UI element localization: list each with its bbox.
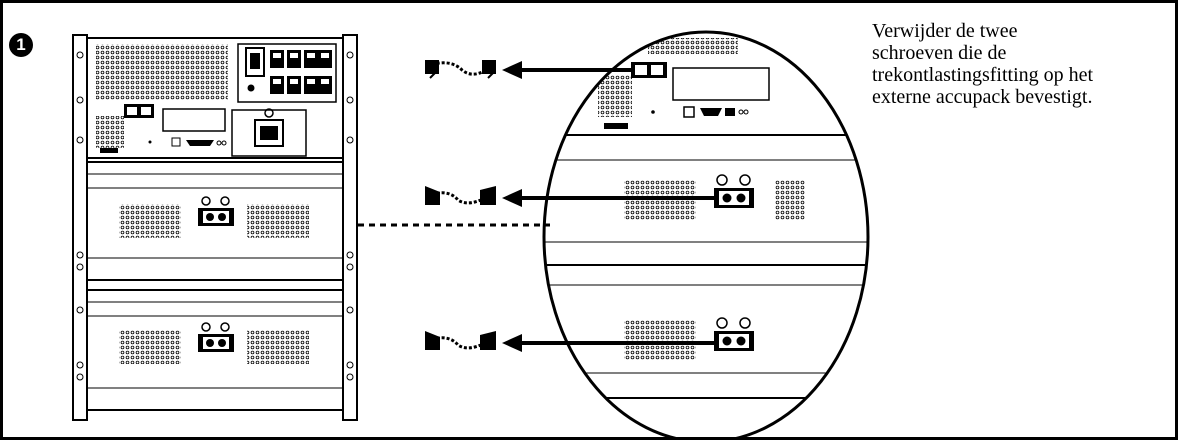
- step-number-badge: 1: [9, 33, 33, 57]
- accessory-slot: [162, 108, 226, 132]
- removal-arrow-3: [502, 334, 716, 352]
- battery-pack-1: [86, 161, 344, 281]
- instruction-text: Verwijder de twee schroeven die de treko…: [872, 20, 1094, 108]
- vent-grille: [96, 44, 228, 100]
- rack-ear-left: [72, 34, 88, 421]
- vent-grille: [119, 330, 181, 364]
- comm-ports: [171, 137, 227, 147]
- vent-grille: [247, 330, 309, 364]
- battery-connector-icon: [198, 322, 234, 352]
- cable-bracket-icon: [425, 60, 496, 79]
- vent-grille: [598, 75, 632, 117]
- comm-ports: [683, 106, 749, 118]
- arrow-left-icon: [502, 334, 522, 352]
- vent-grille: [247, 204, 309, 238]
- ups-unit: [86, 37, 344, 159]
- detail-zoom: [542, 30, 870, 440]
- removal-arrow-2: [502, 189, 716, 207]
- vent-grille: [648, 38, 738, 54]
- vent-grille: [119, 204, 181, 238]
- zoom-oval: [542, 30, 870, 440]
- vent-grille: [96, 116, 124, 148]
- arrow-left-icon: [502, 189, 522, 207]
- accessory-slot: [672, 67, 770, 101]
- ups-stack: [72, 34, 358, 421]
- battery-connector-icon: [124, 104, 154, 118]
- removal-arrow-1: [502, 61, 632, 79]
- arrow-left-icon: [502, 61, 522, 79]
- battery-connector-icon: [198, 196, 234, 226]
- vent-grille: [775, 180, 805, 220]
- battery-pack-2: [86, 289, 344, 411]
- cable-bracket-icon: [425, 331, 496, 350]
- battery-connector-icon: [631, 62, 667, 78]
- outlet-panel: [237, 43, 337, 103]
- input-receptacle: [231, 108, 307, 157]
- battery-connector-icon: [714, 317, 754, 351]
- vent-grille: [624, 320, 696, 360]
- rack-ear-right: [342, 34, 358, 421]
- battery-connector-icon: [714, 174, 754, 208]
- cable-bracket-icon: [425, 186, 496, 205]
